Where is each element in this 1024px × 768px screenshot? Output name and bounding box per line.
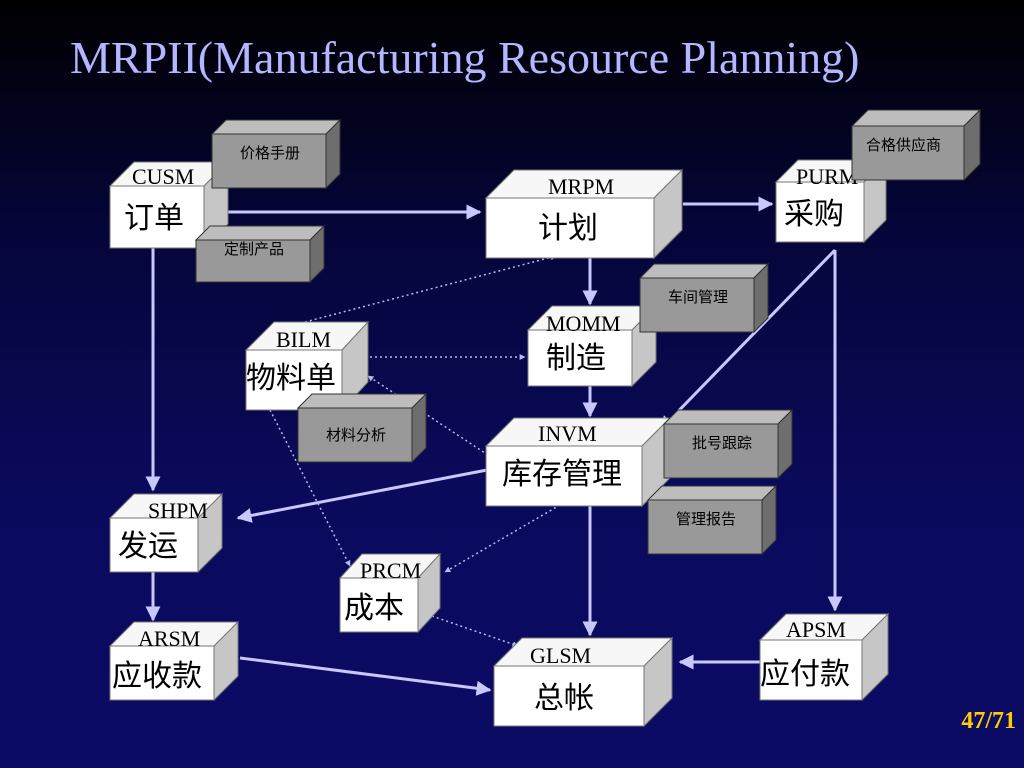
module-bilm: BILM 物料单 xyxy=(244,320,370,412)
module-code: GLSM xyxy=(530,643,592,668)
module-name: 应收款 xyxy=(112,659,202,694)
tag-shop-floor: 车间管理 xyxy=(638,262,770,334)
module-code: CUSM xyxy=(132,164,195,189)
edge-prcm-glsm xyxy=(431,615,519,648)
tag-label: 批号跟踪 xyxy=(692,434,753,452)
module-name: 发运 xyxy=(118,529,178,564)
module-glsm: GLSM 总帐 xyxy=(492,636,676,728)
tag-label: 定制产品 xyxy=(224,240,285,258)
module-code: PRCM xyxy=(360,558,422,583)
page-number: 47/71 xyxy=(961,708,1016,734)
edge-invm-shpm xyxy=(236,468,488,523)
edge-invm-prcm xyxy=(444,504,561,573)
module-apsm: APSM 应付款 xyxy=(758,612,890,702)
module-mrpm: MRPM 计划 xyxy=(484,168,686,260)
slide-title: MRPII(Manufacturing Resource Planning) xyxy=(70,32,860,83)
module-name: 计划 xyxy=(538,211,598,246)
tag-label: 车间管理 xyxy=(668,288,729,306)
tag-label: 管理报告 xyxy=(676,510,737,528)
module-invm: INVM 库存管理 xyxy=(484,416,674,508)
module-name: 制造 xyxy=(546,341,606,376)
module-code: SHPM xyxy=(148,498,208,523)
tag-qualified-supplier: 合格供应商 xyxy=(850,108,982,182)
module-code: APSM xyxy=(786,617,846,642)
module-code: MRPM xyxy=(548,174,615,199)
module-code: BILM xyxy=(276,327,331,352)
module-name: 订单 xyxy=(124,201,184,236)
module-prcm: PRCM 成本 xyxy=(338,552,444,634)
module-shpm: SHPM 发运 xyxy=(108,492,226,574)
tag-batch-tracking: 批号跟踪 xyxy=(662,408,794,480)
module-arsm: ARSM 应收款 xyxy=(108,620,242,702)
edge-invm-bilm xyxy=(367,375,489,456)
module-code: MOMM xyxy=(546,311,621,336)
module-name: 库存管理 xyxy=(502,457,622,492)
tag-label: 价格手册 xyxy=(240,144,301,162)
tag-material-analysis: 材料分析 xyxy=(296,392,428,464)
tag-management-report: 管理报告 xyxy=(646,484,778,556)
module-name: 应付款 xyxy=(760,657,850,692)
module-name: 总帐 xyxy=(534,681,594,716)
module-name: 物料单 xyxy=(246,361,336,396)
edge-purm-invm xyxy=(658,248,837,432)
module-code: ARSM xyxy=(138,626,201,651)
module-name: 采购 xyxy=(784,197,844,232)
tag-label: 合格供应商 xyxy=(866,136,942,154)
edge-bilm-mrpm xyxy=(304,254,557,323)
tag-custom-product: 定制产品 xyxy=(194,224,328,284)
module-code: PURM xyxy=(796,164,859,189)
edge-bilm-prcm xyxy=(269,409,351,567)
module-name: 成本 xyxy=(344,591,404,626)
tag-label: 材料分析 xyxy=(326,426,387,444)
edge-arsm-glsm xyxy=(239,656,492,696)
tag-price-manual: 价格手册 xyxy=(210,118,344,190)
module-code: INVM xyxy=(538,421,597,446)
